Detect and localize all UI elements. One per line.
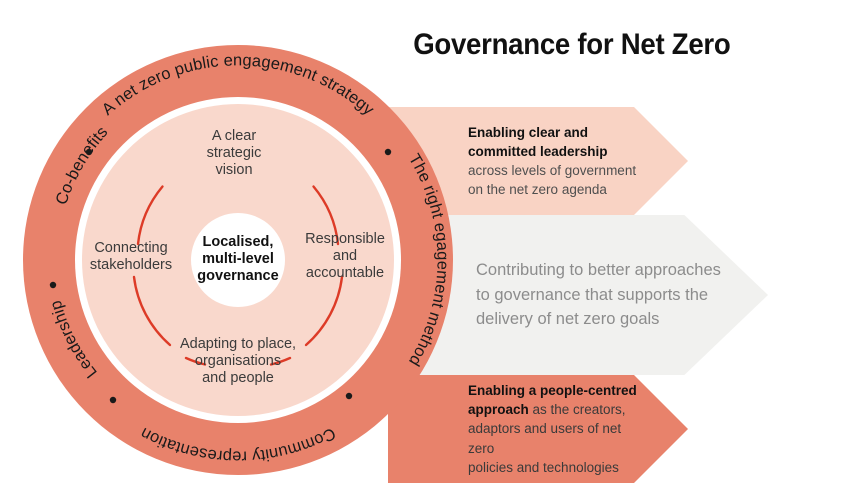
accent-arc-left-lower [132,275,172,347]
core-label-line: governance [197,268,278,284]
inner-label-connecting-stakeholders: Connecting stakeholders [90,240,172,273]
inner-label-line: Adapting to place, [180,336,296,352]
inner-label-line: strategic [207,145,262,161]
inner-label-line: stakeholders [90,257,172,273]
panel-lead-inline: approach [468,402,529,418]
outcome-line-1: Contributing to better approaches [476,260,721,279]
panel-enabling-leadership-text: Enabling clear and committed leadership … [388,123,688,200]
outcome-line-2: to governance that supports the [476,285,709,304]
panel-body-line-2: on the net zero agenda [468,182,607,198]
panel-lead-line-1: Enabling clear and [468,124,589,140]
accent-arc-bottom-right [269,356,292,366]
inner-label-line: vision [215,162,252,178]
panel-contributing-outcome-text: Contributing to better approaches to gov… [388,258,768,332]
accent-arc-top-right [312,185,340,246]
outcome-line-3: delivery of net zero goals [476,310,660,329]
panel-people-centred-approach: Enabling a people-centred approach as th… [388,375,688,483]
ring-separator-dot [109,396,117,404]
inner-label-responsible-and-accountable: Responsible and accountable [305,231,385,281]
inner-label-line: and people [202,370,274,386]
panel-lead-line-2: committed leadership [468,143,608,159]
core-circle [191,213,285,307]
inner-label-clear-strategic-vision: A clear strategic vision [207,128,262,178]
ring-separator-dot [345,392,353,400]
core-label-line: multi-level [202,251,274,267]
panel-people-centred-approach-text: Enabling a people-centred approach as th… [388,381,688,477]
core-label: Localised, multi-level governance [197,234,278,284]
accent-arc-top-left [136,185,164,246]
accent-arc-group [132,185,344,366]
accent-arc-right-lower [304,275,344,347]
inner-label-line: accountable [306,265,384,281]
inner-label-line: Connecting [94,240,167,256]
page-title: Governance for Net Zero [413,28,731,61]
governance-wheel: A net zero public engagement strategy Th… [23,45,453,475]
inner-label-line: organisations [195,353,281,369]
panel-lead-line-1: Enabling a people-centred [468,383,637,399]
ring-separator-dot [85,148,93,156]
panel-body-line-1: across levels of government [468,163,637,178]
inner-label-line: Responsible [305,231,385,247]
inner-label-line: and [333,248,357,264]
ring-separator-dot [49,281,57,289]
inner-label-line: A clear [212,128,256,144]
inner-label-adapting-to-place: Adapting to place, organisations and peo… [180,336,296,386]
panel-body-rest-1: as the creators, [528,402,626,418]
panel-body-line-2: adaptors and users of net zero [468,421,622,456]
ring-separator-dot [384,148,392,156]
core-label-line: Localised, [203,234,274,250]
panel-body-line-3: policies and technologies [468,459,619,475]
accent-arc-bottom-left [184,356,207,366]
ring-separator-dots [49,148,392,404]
